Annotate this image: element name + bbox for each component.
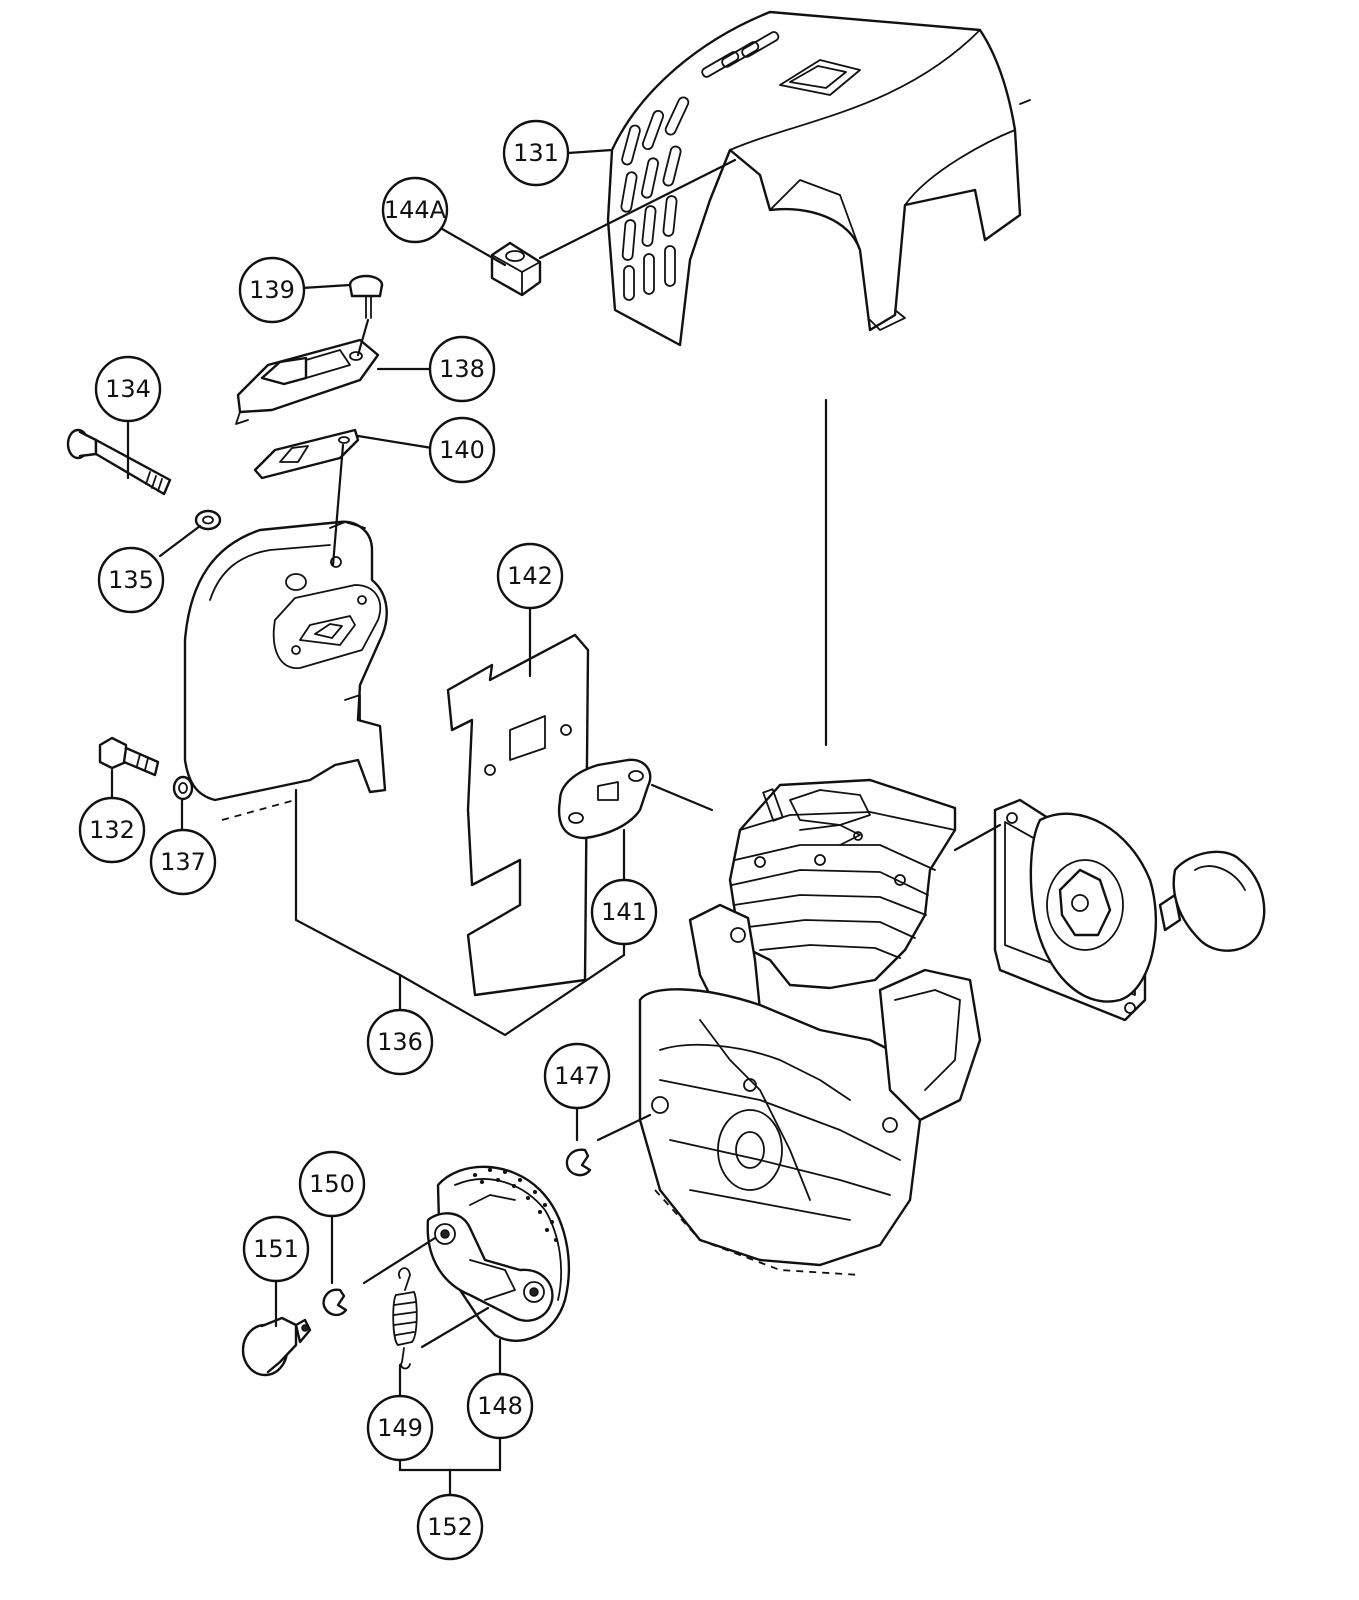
leader-starter-engine xyxy=(953,823,1002,852)
rubber-boss-part xyxy=(490,241,542,297)
callout-144a: 144A xyxy=(381,176,449,244)
callout-134: 134 xyxy=(94,355,162,423)
callout-138: 138 xyxy=(428,335,496,403)
svg-text:144A: 144A xyxy=(384,196,447,224)
clutch-spring-part xyxy=(392,1267,418,1370)
callout-151: 151 xyxy=(242,1215,310,1283)
cover-vent-slots xyxy=(620,31,780,301)
svg-text:149: 149 xyxy=(377,1414,423,1442)
muffler-part xyxy=(183,520,388,802)
callout-137: 137 xyxy=(149,828,217,896)
callout-132: 132 xyxy=(78,796,146,864)
engine-cover-part xyxy=(606,10,1031,347)
svg-text:136: 136 xyxy=(377,1028,423,1056)
svg-text:134: 134 xyxy=(105,375,151,403)
clutch-clip-part xyxy=(322,1288,348,1317)
leader-149-clutch xyxy=(420,1306,490,1349)
callout-136: 136 xyxy=(366,1008,434,1076)
callout-140: 140 xyxy=(428,416,496,484)
svg-text:132: 132 xyxy=(89,816,135,844)
svg-text:139: 139 xyxy=(249,276,295,304)
leader-lines xyxy=(110,148,626,1497)
svg-text:141: 141 xyxy=(601,898,647,926)
svg-text:135: 135 xyxy=(108,566,154,594)
exhaust-gasket-part xyxy=(253,428,360,480)
callout-135: 135 xyxy=(97,546,165,614)
callout-152: 152 xyxy=(416,1493,484,1561)
svg-text:137: 137 xyxy=(160,848,206,876)
flange-gasket-part xyxy=(557,758,652,840)
callout-139: 139 xyxy=(238,256,306,324)
clutch-lining-texture xyxy=(472,1167,559,1243)
svg-text:152: 152 xyxy=(427,1513,473,1541)
callout-149: 149 xyxy=(366,1394,434,1462)
leader-144a-cover xyxy=(538,158,737,260)
e-clip-part xyxy=(565,1148,592,1177)
heat-shield-gasket-part xyxy=(446,633,590,997)
callout-141: 141 xyxy=(590,878,658,946)
exhaust-bracket-part xyxy=(235,338,380,425)
bolt-washer-part xyxy=(194,509,222,531)
svg-text:138: 138 xyxy=(439,355,485,383)
recoil-starter-part xyxy=(993,798,1266,1022)
svg-text:142: 142 xyxy=(507,562,553,590)
screw-part xyxy=(348,274,384,319)
clutch-bolt-part xyxy=(241,1316,312,1377)
muffler-bolt-part xyxy=(66,428,172,496)
screw-washer-part xyxy=(172,775,194,801)
leader-muffler-cylinder xyxy=(221,799,296,821)
leader-147-engine xyxy=(596,1113,652,1142)
callout-148: 148 xyxy=(466,1372,534,1440)
svg-text:131: 131 xyxy=(513,139,559,167)
callout-142: 142 xyxy=(496,542,564,610)
leader-150-clutch xyxy=(362,1236,437,1285)
callout-147: 147 xyxy=(543,1042,611,1110)
callout-150: 150 xyxy=(298,1150,366,1218)
svg-text:147: 147 xyxy=(554,1062,600,1090)
callout-131: 131 xyxy=(502,119,570,187)
svg-text:150: 150 xyxy=(309,1170,355,1198)
clutch-shoe-part xyxy=(426,1165,571,1342)
svg-text:140: 140 xyxy=(439,436,485,464)
engine-cylinder-assembly xyxy=(638,778,982,1276)
muffler-screw-part xyxy=(98,736,160,777)
svg-text:151: 151 xyxy=(253,1235,299,1263)
svg-text:148: 148 xyxy=(477,1392,523,1420)
leader-141-cylinder xyxy=(650,783,714,812)
